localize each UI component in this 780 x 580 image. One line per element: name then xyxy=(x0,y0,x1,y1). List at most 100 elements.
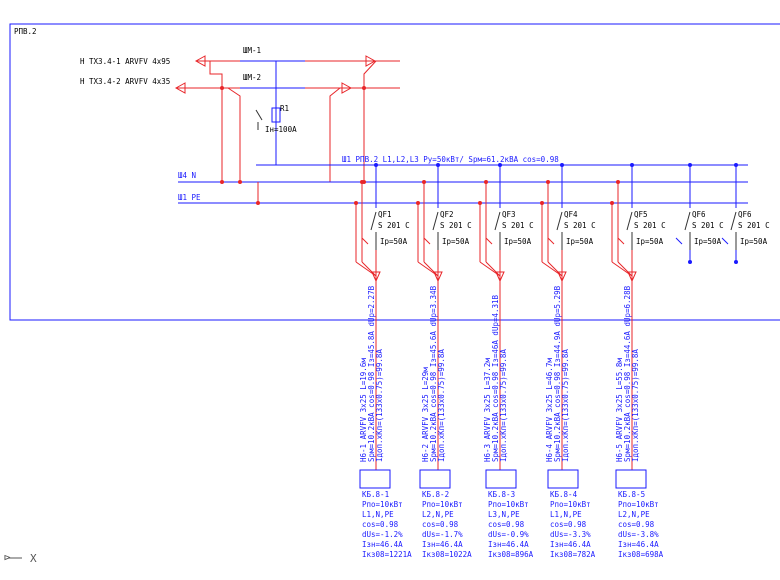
breaker-name: QF5 xyxy=(634,210,648,219)
feeder-merge xyxy=(417,261,439,277)
n-bus-label: Ш4 N xyxy=(178,171,196,180)
resistor-body xyxy=(271,107,281,123)
input-arrow-2 xyxy=(174,82,186,94)
receiver-label: Iзн=46.4А xyxy=(618,540,659,549)
input-drop-2 xyxy=(227,87,241,182)
feeder-cable-label: Н6-5 ARVFV 3х25 L=55.8м xyxy=(615,358,624,462)
breaker-mark xyxy=(675,237,683,245)
receiver-label: cos=0.98 xyxy=(362,520,399,529)
breaker-contact xyxy=(626,211,633,231)
input-drop-1 xyxy=(209,61,223,182)
panel-label: РПВ.2 xyxy=(14,27,37,36)
receiver-label: Iкз08=896А xyxy=(488,550,534,559)
feeder-arrow xyxy=(495,271,505,283)
feeder-arrow xyxy=(433,271,443,283)
breaker-outlet-end xyxy=(688,260,692,264)
breaker-type: S 201 C xyxy=(692,221,724,230)
breaker-rating: Iр=50А xyxy=(504,237,532,246)
feeder-merge xyxy=(541,261,563,277)
receiver-label: Рпо=10кВт xyxy=(488,500,529,509)
input-drop-4 xyxy=(329,87,341,182)
feeder-cable-label: Sрм=10.2кВА cos=0.98 Iз=44.6А dUр=6.28В xyxy=(623,285,632,462)
breaker-rating: Iр=50А xyxy=(694,237,722,246)
resistor-label: R1 xyxy=(280,104,289,113)
junction-dot xyxy=(238,180,242,184)
receiver-label: cos=0.98 xyxy=(618,520,655,529)
input-arrow-3 xyxy=(365,55,377,67)
junction-dot xyxy=(362,86,366,90)
feeder-cable-label: Н6-2 ARVFV 3х25 L=29м xyxy=(421,367,430,462)
feeder-cable-label: Н6-4 ARVFV 3х25 L=46.7м xyxy=(545,358,554,462)
receiver-label: Рпо=10кВт xyxy=(550,500,591,509)
breaker-type: S 201 C xyxy=(634,221,666,230)
feeder-cable-label: Iдоп.хКп=(133х0.75)=99.8А xyxy=(499,349,508,462)
input-label-1: Н ТХ3.4-1 ARVFV 4х95 xyxy=(80,57,170,66)
breaker-rating: Iр=50А xyxy=(740,237,768,246)
junction-dot xyxy=(220,180,224,184)
receiver-box xyxy=(359,469,391,489)
pe-junction xyxy=(478,201,482,205)
breaker-name: QF4 xyxy=(564,210,578,219)
breaker-contact xyxy=(684,211,691,231)
receiver-label: L2,N,PE xyxy=(618,510,650,519)
resistor-switch xyxy=(255,109,263,121)
feeder-cable-label: Iдоп.хКп=(133х0.75)=99.8А xyxy=(375,349,384,462)
breaker-junction xyxy=(630,163,634,167)
main-bus-label: Ш1 РПВ.2 L1,L2,L3 Ру=50кВт/ Sрм=61.2кВА … xyxy=(342,155,559,164)
pe-junction xyxy=(354,201,358,205)
receiver-label: КБ.8-3 xyxy=(488,490,515,499)
breaker-contact xyxy=(730,211,737,231)
receiver-label: Iкз08=1221А xyxy=(362,550,412,559)
receiver-label: dUs=-0.9% xyxy=(488,530,529,539)
pe-junction xyxy=(540,201,544,205)
breaker-mark xyxy=(485,237,493,245)
breaker-type: S 201 C xyxy=(378,221,410,230)
receiver-label: cos=0.98 xyxy=(422,520,459,529)
input-arrow-1 xyxy=(194,55,206,67)
feeder-merge xyxy=(611,261,633,277)
feeder-cable-label: Iдоп.хКп=(133х0.75)=99.8А xyxy=(437,349,446,462)
feeder-arrow xyxy=(371,271,381,283)
receiver-label: КБ.8-4 xyxy=(550,490,578,499)
feeder-cable-label: Sрм=10.2кВА cos=0.98 Iз=45.8А dUр=2.27В xyxy=(367,285,376,462)
breaker-type: S 201 C xyxy=(440,221,472,230)
shm-label-2: ШМ-2 xyxy=(243,73,261,82)
feeder-cable-label: Sрм=10.2кВА cos=0.98 Iз=45.6А dUр=3.34В xyxy=(429,285,438,462)
feeder-cable-label: Н6-3 ARVFV 3х25 L=37.2м xyxy=(483,358,492,462)
junction-dot xyxy=(220,86,224,90)
breaker-junction xyxy=(436,163,440,167)
breaker-name: QF2 xyxy=(440,210,454,219)
receiver-label: Iзн=46.4А xyxy=(488,540,529,549)
breaker-contact xyxy=(494,211,501,231)
receiver-label: Iкз08=1022А xyxy=(422,550,472,559)
n-junction xyxy=(484,180,488,184)
breaker-outlet-end xyxy=(734,260,738,264)
feeder-cable-label: Sрм=10.2кВА cos=0.98 Iз=46А dUр=4.31В xyxy=(491,294,500,462)
feeder-cable-label: Sрм=10.2кВА cos=0.98 Iз=44.9А dUр=5.29В xyxy=(553,285,562,462)
n-junction xyxy=(422,180,426,184)
receiver-label: Iкз08=782А xyxy=(550,550,596,559)
receiver-box xyxy=(419,469,451,489)
feeder-arrow xyxy=(627,271,637,283)
feeder-arrow xyxy=(557,271,567,283)
feeder-merge xyxy=(479,261,501,277)
feeder-cable-label: Н6-1 ARVFV 3х25 L=19.6м xyxy=(359,358,368,462)
receiver-label: L3,N,PE xyxy=(488,510,520,519)
breaker-mark xyxy=(361,237,369,245)
receiver-box xyxy=(485,469,517,489)
breaker-rating: Iр=50А xyxy=(566,237,594,246)
breaker-contact xyxy=(556,211,563,231)
receiver-label: КБ.8-1 xyxy=(362,490,389,499)
input-drop-3 xyxy=(363,60,377,182)
panel-frame xyxy=(9,23,780,321)
pe-bus-label: Ш1 PE xyxy=(178,193,201,202)
n-junction xyxy=(546,180,550,184)
breaker-mark xyxy=(547,237,555,245)
input-label-2: Н ТХ3.4-2 ARVFV 4х35 xyxy=(80,77,170,86)
receiver-label: Рпо=10кВт xyxy=(618,500,659,509)
receiver-label: Рпо=10кВт xyxy=(422,500,463,509)
breaker-name: QF6 xyxy=(738,210,752,219)
